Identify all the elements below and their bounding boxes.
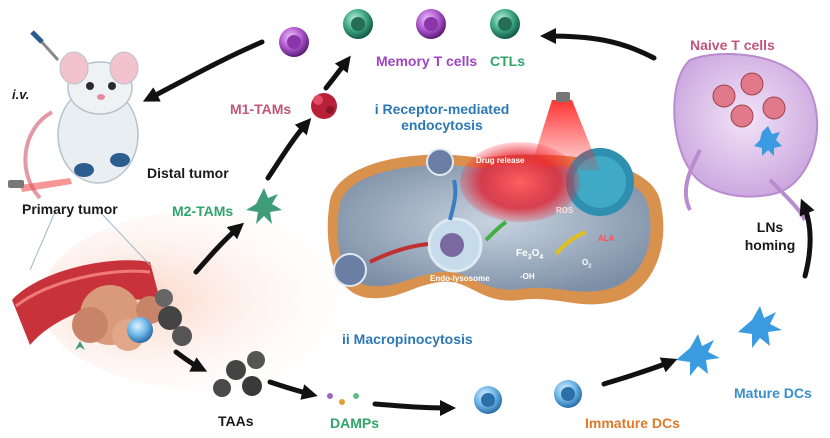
taa-cluster-3 (213, 379, 231, 397)
m1-tams-label: M1-TAMs (230, 101, 292, 117)
arrows (142, 28, 815, 416)
arrow-to-mouse (142, 39, 265, 102)
top-cells (279, 9, 520, 57)
fe3o4-label: Fe3O4 (516, 248, 544, 261)
mouse-eye-left (86, 82, 94, 90)
tumor-dc (127, 317, 153, 343)
tumor-vessel-illustration (12, 260, 192, 351)
ala-label: ALA (598, 234, 615, 243)
mouse-laser-device (8, 180, 24, 188)
node-dc (754, 126, 782, 156)
nanoparticle-entry (426, 148, 454, 176)
memory-t-cells-label: Memory T cells (376, 53, 478, 69)
mature-dcs-label: Mature DCs (734, 385, 812, 401)
syringe-plunger (30, 30, 44, 44)
arrow-to-taas (173, 349, 208, 372)
naive-t-cell-1 (712, 84, 736, 108)
green-arrow (484, 220, 508, 242)
yellow-arrow (554, 230, 587, 256)
m2-tams-label: M2-TAMs (172, 203, 234, 219)
mouse-nose (97, 94, 105, 100)
naive-t-cell-3 (762, 96, 786, 120)
endo-lysosome-label: Endo-lysosome (430, 274, 490, 283)
mature-dc-1 (676, 334, 720, 376)
damp-dot-1 (327, 393, 333, 399)
arrow-to-immature (372, 399, 457, 416)
arrow-to-m1 (265, 117, 312, 181)
mouse-laser-beam (20, 178, 72, 192)
taa-cluster-4 (242, 376, 262, 396)
macropinocytosis-label: ii Macropinocytosis (342, 331, 473, 347)
mouse-illustration (8, 30, 139, 200)
entry-arrow (448, 179, 458, 221)
dead-cell-3 (155, 289, 173, 307)
m1-tam-cell (311, 93, 337, 119)
ln-homing-label-line2: homing (744, 237, 796, 253)
naive-t-cells-label: Naive T cells (690, 37, 775, 53)
naive-t-cell-2 (740, 72, 764, 96)
laser-device (556, 92, 570, 102)
receptor-endocytosis-label-line2: endocytosis (401, 117, 483, 133)
zoom-line-right (99, 211, 151, 266)
oh-label: -OH (520, 272, 535, 281)
zoom-line-left (29, 211, 56, 271)
arrow-ln-homing (799, 198, 815, 279)
mouse-ear-left (59, 51, 89, 85)
o2-label: O2 (582, 258, 592, 270)
nanoparticle-macro (333, 253, 367, 287)
macro-arrow (369, 242, 429, 264)
m2-tam-cell (246, 188, 282, 224)
naive-t-cell-4 (730, 104, 754, 128)
ros-label: ROS (556, 206, 574, 215)
taa-cluster-1 (226, 360, 246, 380)
distal-tumor-label: Distal tumor (147, 165, 229, 181)
primary-tumor-mark (74, 163, 94, 177)
dead-cell-1 (158, 306, 182, 330)
arrow-to-m2 (193, 222, 245, 275)
dead-cell-2 (172, 326, 192, 346)
mature-dc-2 (738, 306, 782, 348)
damp-dot-3 (353, 393, 359, 399)
damps-label: DAMPs (330, 415, 380, 431)
ln-homing-label-line1: LNs (756, 219, 784, 235)
arrow-to-ctls (539, 28, 657, 61)
mouse-eye-right (108, 82, 116, 90)
ctls-label: CTLs (490, 53, 525, 69)
taa-cluster-2 (247, 351, 265, 369)
receptor-endocytosis-label-line1: i Receptor-mediated (374, 101, 510, 117)
drug-release-label: Drug release (476, 156, 525, 165)
syringe (38, 38, 60, 62)
arrow-to-memory (323, 55, 351, 91)
bottom-cells (213, 306, 782, 414)
cancer-cell-illustration (327, 92, 664, 305)
mouse-ear-right (109, 51, 139, 85)
immature-dcs-label: Immature DCs (585, 415, 680, 431)
iv-label: i.v. (12, 87, 30, 102)
arrow-to-mature (601, 357, 678, 387)
damp-dot-2 (339, 399, 345, 405)
arrow-to-damps (267, 379, 318, 400)
taas-label: TAAs (218, 413, 254, 429)
distal-tumor-mark (110, 153, 130, 167)
primary-tumor-label: Primary tumor (22, 201, 118, 217)
lymph-node-illustration (673, 52, 819, 221)
laser-beam (530, 100, 600, 170)
